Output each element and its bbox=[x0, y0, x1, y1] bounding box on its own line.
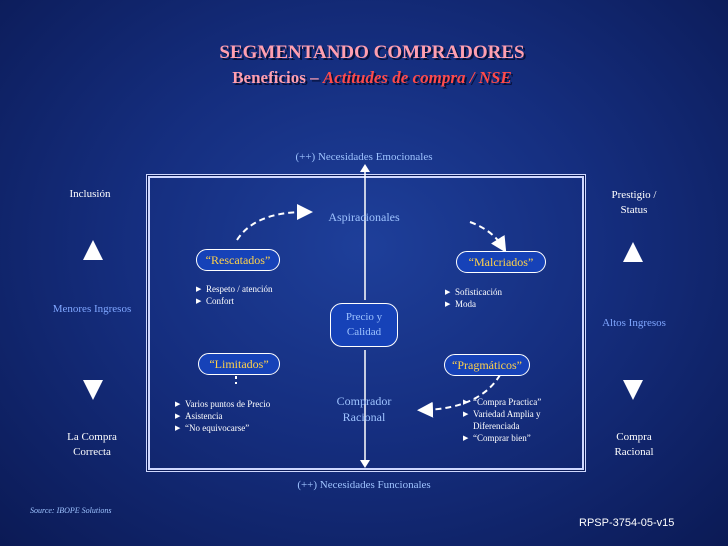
left-bottom-line2: Correcta bbox=[73, 446, 111, 458]
segment-rescatados: “Rescatados” bbox=[196, 249, 280, 271]
malcriados-bullets: Sofisticación Moda bbox=[445, 286, 545, 310]
right-bottom-line1: Compra bbox=[616, 431, 652, 443]
aspiracionales-label: Aspiracionales bbox=[328, 210, 400, 224]
left-down-triangle-icon bbox=[83, 380, 103, 400]
comprador-racional-label: Comprador Racional bbox=[312, 393, 416, 425]
right-top-line2: Status bbox=[620, 204, 648, 216]
right-up-triangle-icon bbox=[623, 242, 643, 262]
list-item: Sofisticación bbox=[445, 286, 545, 298]
lower-center-line2: Racional bbox=[342, 410, 386, 424]
vertical-axis-down-arrow bbox=[360, 460, 370, 468]
left-up-triangle-icon bbox=[83, 240, 103, 260]
rescatados-bullets: Respeto / atención Confort bbox=[196, 283, 306, 307]
list-item: Moda bbox=[445, 298, 545, 310]
center-line2: Calidad bbox=[346, 326, 382, 338]
right-middle-label: Altos Ingresos bbox=[602, 317, 666, 329]
segment-pragmaticos: “Pragmáticos” bbox=[444, 354, 530, 376]
right-down-triangle-icon bbox=[623, 380, 643, 400]
right-bottom-line2: Racional bbox=[614, 446, 654, 458]
right-top-label: Prestigio / Status bbox=[584, 188, 684, 218]
subtitle-prefix: Beneficios – bbox=[232, 68, 319, 87]
segment-malcriados: “Malcriados” bbox=[456, 251, 546, 273]
axis-top-label: (++) Necesidades Emocionales bbox=[295, 151, 433, 163]
list-item: Varios puntos de Precio bbox=[175, 398, 305, 410]
slide-title: SEGMENTANDO COMPRADORES bbox=[219, 42, 525, 63]
list-item: Variedad Amplia y Diferenciada bbox=[463, 408, 563, 432]
left-top-label: Inclusión bbox=[69, 188, 111, 200]
list-item: “Compra Practica” bbox=[463, 396, 563, 408]
left-bottom-label: La Compra Correcta bbox=[42, 430, 142, 460]
quadrant-frame bbox=[148, 176, 584, 470]
dashed-arc-rescatados bbox=[236, 204, 313, 241]
right-top-line1: Prestigio / bbox=[611, 189, 657, 201]
list-item: Respeto / atención bbox=[196, 283, 306, 295]
document-code: RPSP-3754-05-v15 bbox=[579, 517, 675, 529]
list-item: “No equivocarse” bbox=[175, 422, 305, 434]
right-bottom-label: Compra Racional bbox=[584, 430, 684, 460]
limitados-bullets: Varios puntos de Precio Asistencia “No e… bbox=[175, 398, 305, 434]
center-line1: Precio y bbox=[345, 311, 383, 323]
vertical-axis-up-arrow bbox=[360, 164, 370, 172]
dashed-arc-pragmaticos bbox=[417, 374, 501, 418]
axis-bottom-label: (++) Necesidades Funcionales bbox=[297, 479, 431, 491]
list-item: Confort bbox=[196, 295, 306, 307]
lower-center-line1: Comprador bbox=[336, 394, 392, 408]
source-note: Source: IBOPE Solutions bbox=[30, 506, 112, 515]
left-bottom-line1: La Compra bbox=[67, 431, 117, 443]
list-item: “Comprar bien” bbox=[463, 432, 563, 444]
pragmaticos-bullets: “Compra Practica” Variedad Amplia y Dife… bbox=[463, 396, 563, 444]
precio-calidad-box: Precio y Calidad bbox=[330, 303, 398, 347]
dashed-arc-malcriados bbox=[469, 221, 507, 253]
segment-limitados: “Limitados” bbox=[198, 353, 280, 375]
list-item: Asistencia bbox=[175, 410, 305, 422]
left-middle-label: Menores Ingresos bbox=[52, 303, 132, 315]
slide-subtitle: Beneficios – Actitudes de compra / NSE bbox=[0, 68, 728, 88]
subtitle-emphasis: Actitudes de compra / NSE bbox=[322, 68, 512, 87]
